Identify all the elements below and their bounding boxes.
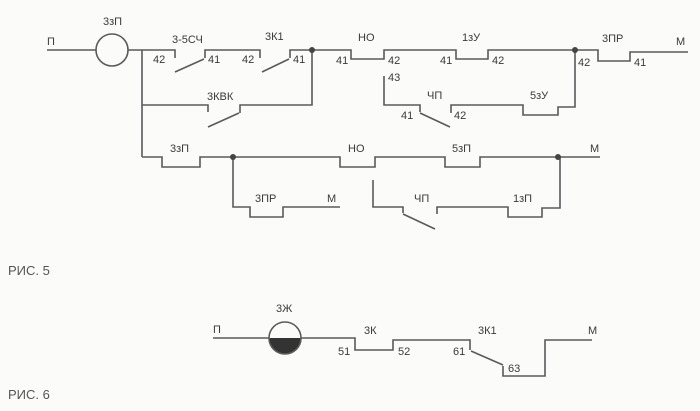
end-label: М xyxy=(588,325,597,337)
pin-label: 52 xyxy=(398,346,410,358)
pin-label: 42 xyxy=(454,110,466,122)
pin-label: 42 xyxy=(242,54,254,66)
pin-label: 42 xyxy=(492,55,504,67)
end-label: М xyxy=(327,193,336,205)
figure-5-caption: РИС. 5 xyxy=(8,263,50,278)
pin-label: 41 xyxy=(634,57,646,69)
pin-label: 41 xyxy=(293,54,305,66)
contact-label: 5зП xyxy=(452,143,471,155)
contact-label: 5зУ xyxy=(530,90,549,102)
pin-label: 41 xyxy=(336,55,348,67)
coil-label: 3Ж xyxy=(276,303,292,315)
contact-label: НО xyxy=(358,32,375,44)
coil-label: 3зП xyxy=(103,16,122,28)
end-label: М xyxy=(590,143,599,155)
pin-label: 41 xyxy=(208,54,220,66)
supply-label: П xyxy=(47,36,55,48)
pin-label: 41 xyxy=(401,110,413,122)
contact-label: 3К1 xyxy=(478,325,497,337)
contact-label: 3К xyxy=(364,325,377,337)
contact-label: НО xyxy=(348,143,365,155)
contact-label: 3-5СЧ xyxy=(172,34,203,46)
contact-label: ЧП xyxy=(414,193,429,205)
pin-label: 41 xyxy=(440,55,452,67)
contact-label: 3зП xyxy=(170,143,189,155)
pin-label: 63 xyxy=(508,363,520,375)
pin-label: 42 xyxy=(153,54,165,66)
pin-label: 42 xyxy=(388,55,400,67)
contact-label: 1зП xyxy=(513,193,532,205)
figure-6-wiring xyxy=(213,321,592,377)
contact-label: 1зУ xyxy=(462,32,481,44)
contact-label: 3ПР xyxy=(255,193,276,205)
pin-label: 43 xyxy=(388,72,400,84)
pin-label: 42 xyxy=(578,57,590,69)
contact-label: 3К1 xyxy=(265,31,284,43)
contact-label: 3ПР xyxy=(602,33,623,45)
pin-label: 61 xyxy=(453,346,465,358)
contact-label: 3КВК xyxy=(207,91,234,103)
end-label: М xyxy=(676,36,685,48)
supply-label: П xyxy=(213,324,221,336)
pin-label: 51 xyxy=(338,346,350,358)
figure-5-wiring xyxy=(47,33,688,230)
coil-3zp xyxy=(95,33,129,67)
contact-label: ЧП xyxy=(427,90,442,102)
figure-6-caption: РИС. 6 xyxy=(8,387,50,402)
